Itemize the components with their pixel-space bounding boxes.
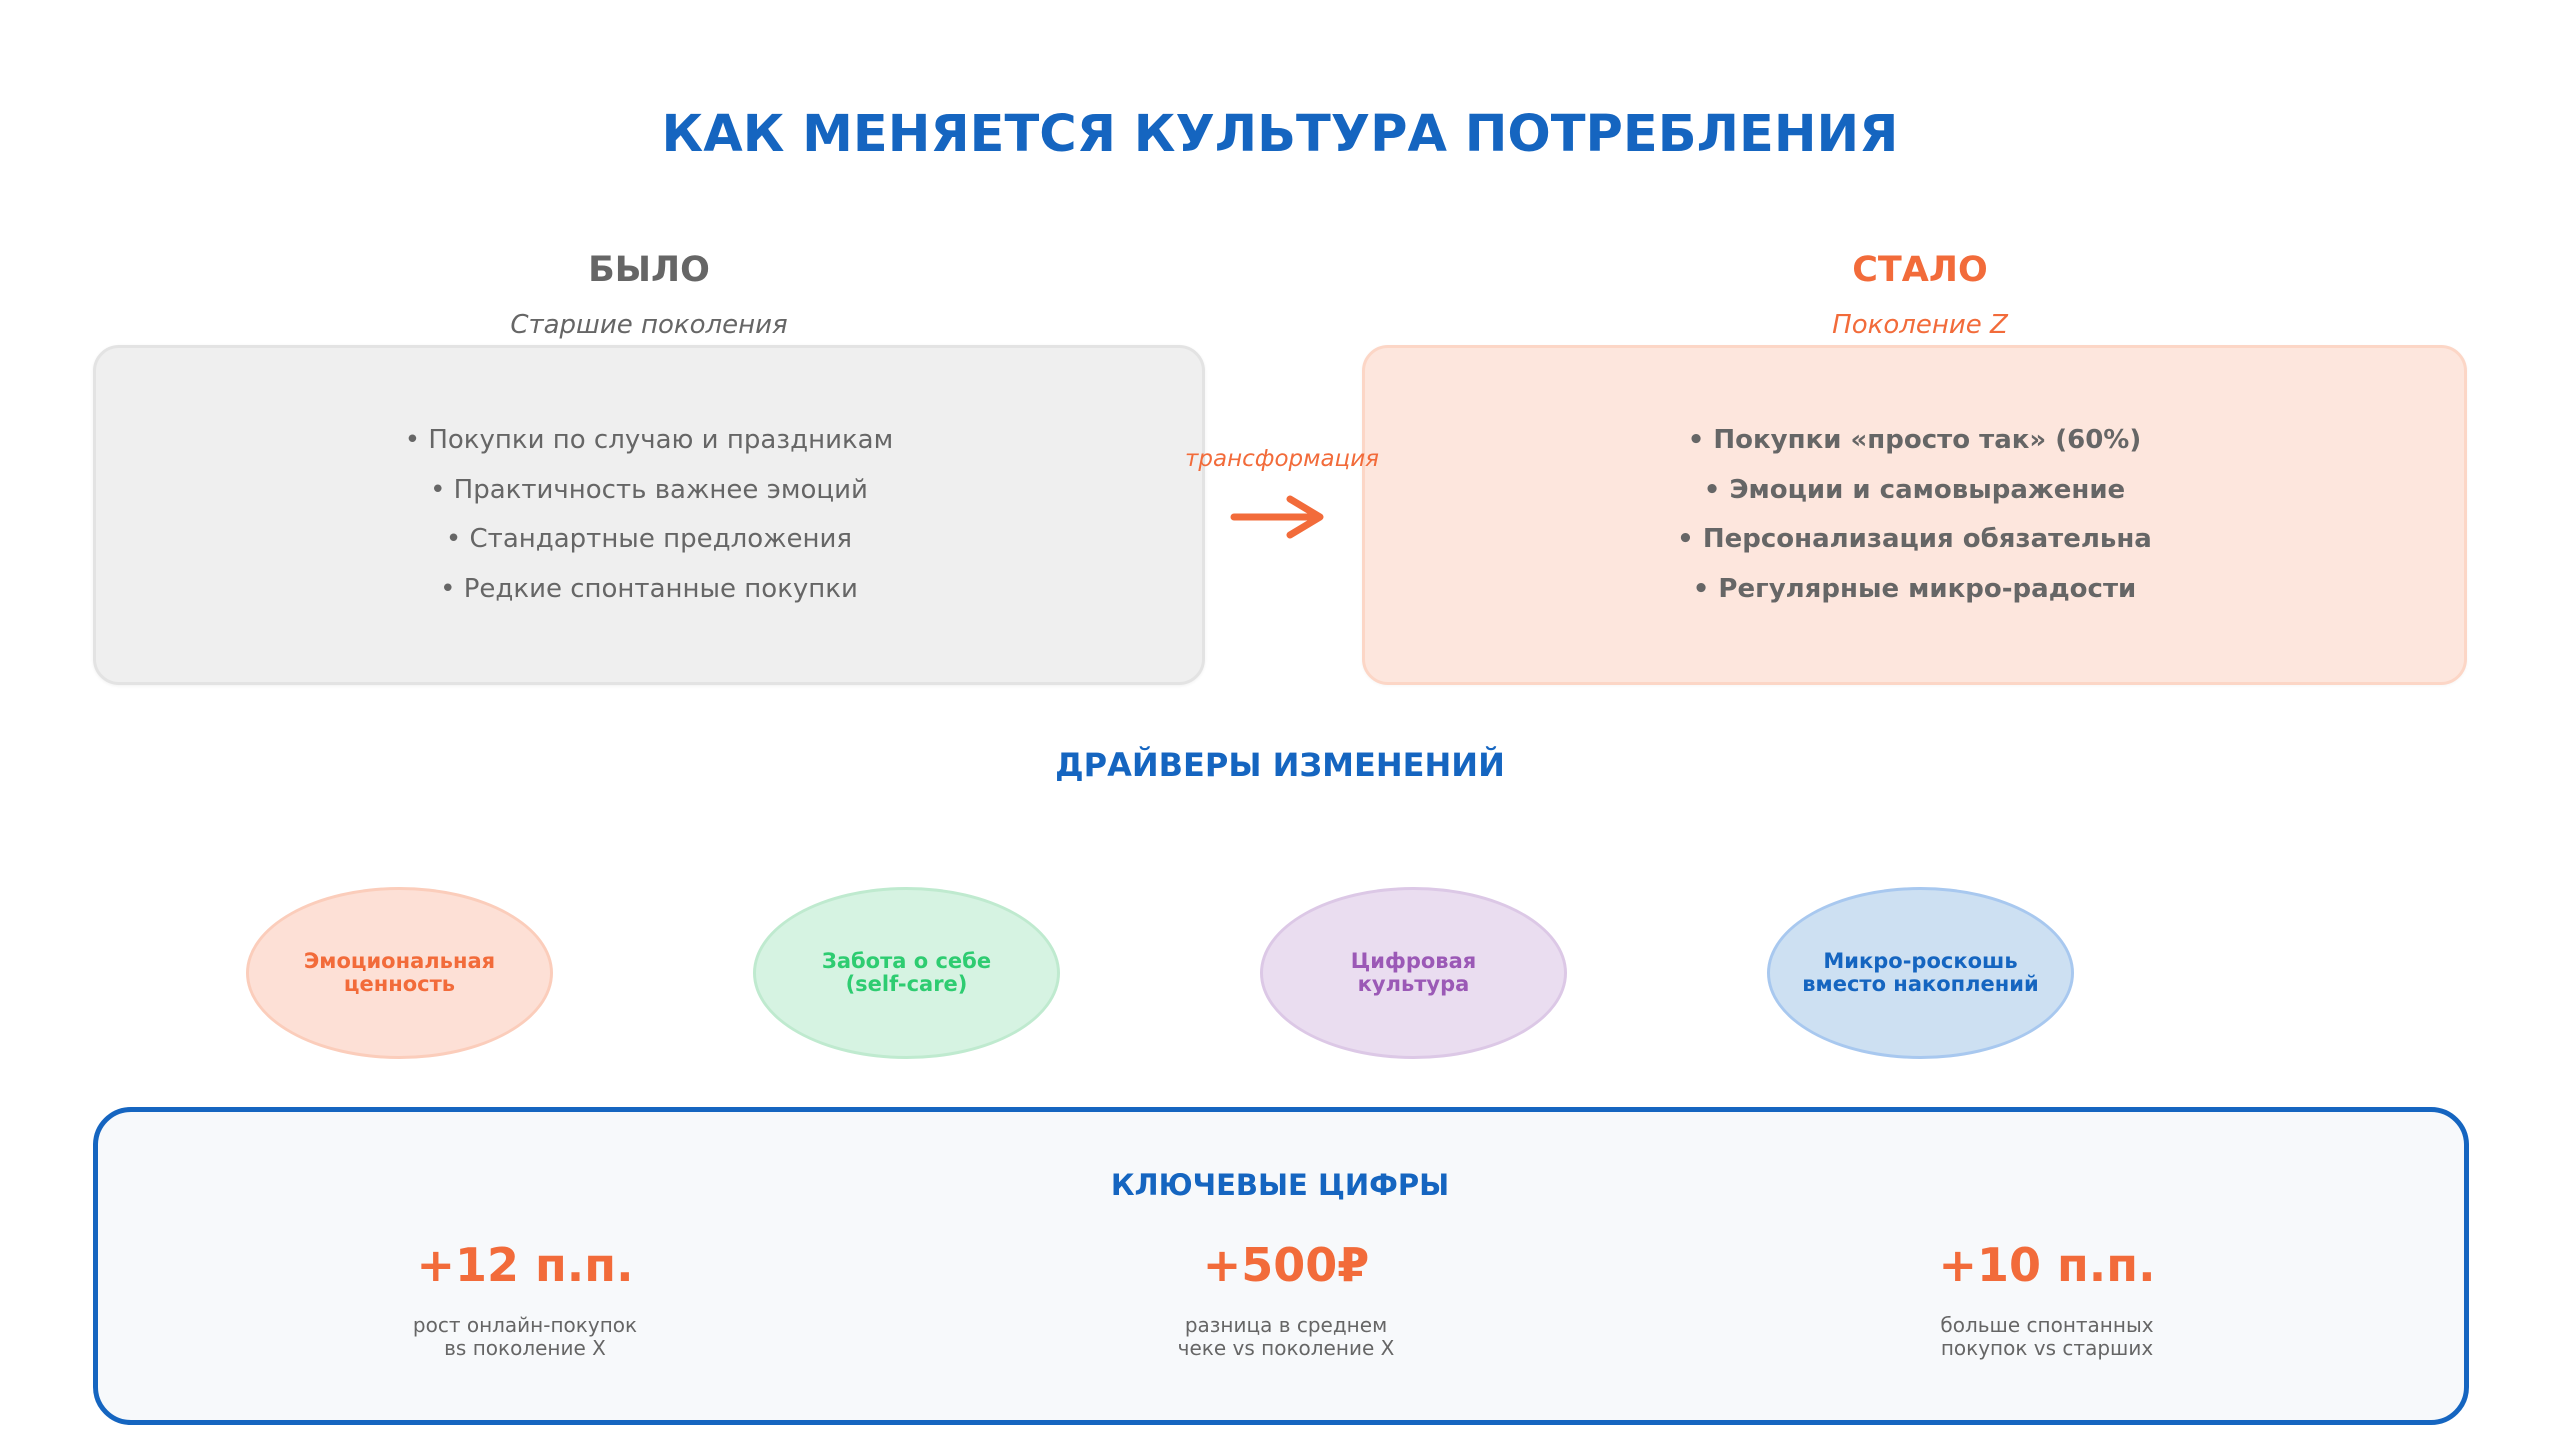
stat-label: больше спонтанных покупок vs старших bbox=[1747, 1314, 2347, 1360]
after-item: • Регулярные микро-радости bbox=[1692, 573, 2137, 604]
before-item: • Покупки по случаю и праздникам bbox=[404, 425, 894, 455]
stat-value: +10 п.п. bbox=[1938, 1238, 2156, 1292]
driver-label: (self-care) bbox=[845, 972, 968, 996]
before-subheading: Старшие поколения bbox=[510, 310, 788, 340]
stat-label-line: разница в среднем bbox=[1184, 1313, 1388, 1337]
stat-label: разница в среднем чеке vs поколение X bbox=[986, 1314, 1586, 1360]
stat-label: рост онлайн-покупок вs поколение X bbox=[225, 1314, 825, 1360]
stat-value: +500₽ bbox=[1202, 1238, 1370, 1292]
after-item: • Персонализация обязательна bbox=[1677, 524, 2152, 554]
stat-label-line: покупок vs старших bbox=[1940, 1336, 2154, 1360]
key-figures-panel bbox=[93, 1107, 2469, 1425]
stat-average-check: +500₽ разница в среднем чеке vs поколени… bbox=[986, 1236, 1586, 1360]
driver-label: ценность bbox=[343, 972, 456, 996]
transformation-label: трансформация bbox=[1185, 446, 1379, 472]
stat-online-growth: +12 п.п. рост онлайн-покупок вs поколени… bbox=[225, 1236, 825, 1360]
stat-label-line: больше спонтанных bbox=[1940, 1313, 2154, 1337]
key-figures-title: КЛЮЧЕВЫЕ ЦИФРЫ bbox=[1110, 1168, 1450, 1202]
driver-label: Эмоциональная bbox=[303, 949, 496, 973]
driver-label: Забота о себе bbox=[821, 949, 992, 973]
stat-spontaneous-purchases: +10 п.п. больше спонтанных покупок vs ст… bbox=[1747, 1236, 2347, 1360]
before-heading: БЫЛО bbox=[588, 250, 710, 290]
driver-label: культура bbox=[1357, 972, 1470, 996]
driver-label: Цифровая bbox=[1350, 949, 1477, 973]
after-subheading: Поколение Z bbox=[1832, 310, 2008, 340]
stat-label-line: вs поколение X bbox=[444, 1336, 606, 1360]
before-item: • Стандартные предложения bbox=[445, 524, 853, 554]
arrow-right-icon bbox=[1230, 495, 1324, 539]
before-item: • Редкие спонтанные покупки bbox=[440, 573, 858, 604]
stat-label-line: чеке vs поколение X bbox=[1177, 1336, 1395, 1360]
before-card: • Покупки по случаю и праздникам • Практ… bbox=[93, 345, 1205, 685]
stat-label-line: рост онлайн-покупок bbox=[412, 1313, 638, 1337]
after-item: • Покупки «просто так» (60%) bbox=[1687, 425, 2142, 455]
driver-self-care: Забота о себе (self-care) bbox=[753, 887, 1060, 1059]
drivers-title: ДРАЙВЕРЫ ИЗМЕНЕНИЙ bbox=[1055, 746, 1505, 784]
driver-micro-luxury: Микро-роскошь вместо накоплений bbox=[1767, 887, 2074, 1059]
page-title: КАК МЕНЯЕТСЯ КУЛЬТУРА ПОТРЕБЛЕНИЯ bbox=[661, 105, 1899, 164]
after-card: • Покупки «просто так» (60%) • Эмоции и … bbox=[1362, 345, 2467, 685]
before-item: • Практичность важнее эмоций bbox=[430, 474, 868, 505]
after-item: • Эмоции и самовыражение bbox=[1703, 474, 2126, 505]
driver-digital-culture: Цифровая культура bbox=[1260, 887, 1567, 1059]
driver-emotional-value: Эмоциональная ценность bbox=[246, 887, 553, 1059]
driver-label: Микро-роскошь bbox=[1823, 949, 2018, 973]
stat-value: +12 п.п. bbox=[416, 1238, 634, 1292]
after-heading: СТАЛО bbox=[1852, 250, 1988, 290]
driver-label: вместо накоплений bbox=[1802, 972, 2039, 996]
